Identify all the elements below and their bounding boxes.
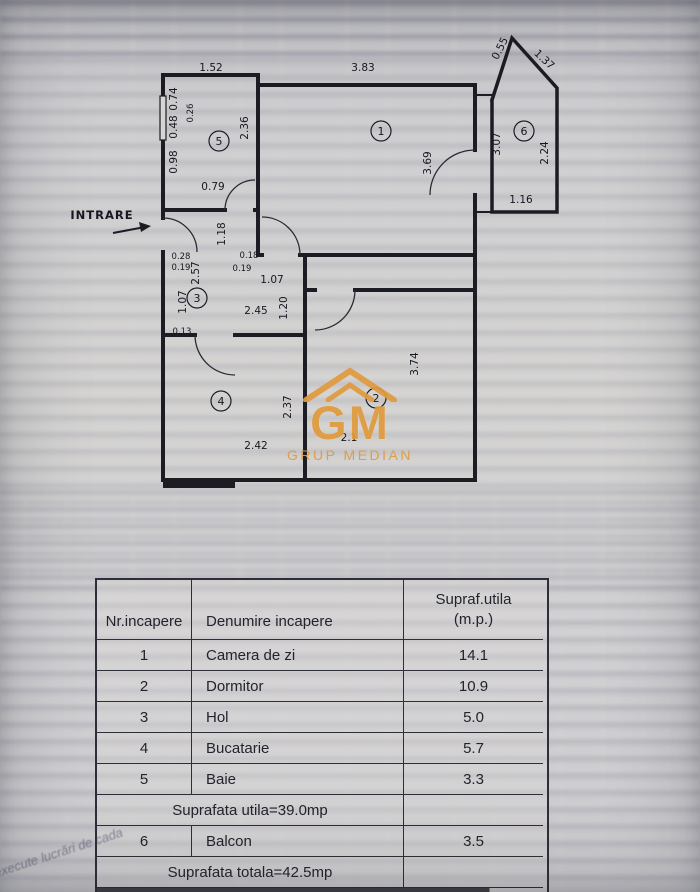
watermark-monogram: GM	[310, 396, 390, 449]
total-area-empty	[404, 857, 543, 888]
dim-label: 0.18	[240, 251, 259, 261]
bath-door-arc	[224, 179, 256, 211]
row-area: 10.9	[404, 671, 543, 702]
row-name: Dormitor	[192, 671, 404, 702]
dim-label: 0.79	[201, 181, 224, 193]
watermark: GM GRUP MEDIAN	[272, 366, 428, 463]
dim-label: 2.42	[244, 440, 267, 452]
dim-label: 3.83	[351, 62, 374, 74]
room-number-balcony: 6	[521, 125, 528, 138]
entrance-arrowhead	[139, 222, 151, 232]
dim-label: 2.45	[244, 305, 267, 317]
room-number-living: 1	[378, 125, 385, 138]
dim-label: 1.07	[260, 274, 283, 286]
bedroom-door-arc	[314, 289, 356, 331]
room-number-kitchen: 4	[218, 395, 225, 408]
col-header-name: Denumire incapere	[192, 580, 404, 640]
col-header-area-line2: (m.p.)	[453, 610, 494, 628]
watermark-label: GRUP MEDIAN	[286, 447, 414, 464]
dim-label: 1.18	[216, 222, 228, 245]
row-name: Balcon	[192, 826, 404, 857]
subtotal-row: Suprafata utila=39.0mp	[97, 795, 404, 826]
entrance: INTRARE	[70, 208, 151, 234]
dim-label: 2.1	[341, 432, 358, 444]
room-circle	[370, 120, 392, 142]
dim-label: 2.37	[282, 395, 294, 418]
row-name: Bucatarie	[192, 733, 404, 764]
dim-label: 0.13	[173, 327, 192, 337]
row-name: Camera de zi	[192, 640, 404, 671]
dim-label: 0.19	[233, 264, 252, 274]
dim-label: 0.19	[172, 263, 191, 273]
row-area: 3.5	[404, 826, 543, 857]
walls	[161, 73, 477, 482]
col-header-area: Supraf.utila (m.p.)	[404, 580, 543, 640]
areas-table: Nr.incapere Denumire incapere Supraf.uti…	[95, 578, 549, 892]
row-nr: 1	[97, 640, 192, 671]
row-nr: 4	[97, 733, 192, 764]
room-circle	[513, 120, 535, 142]
living-door-arc	[261, 216, 301, 256]
dim-label: 1.16	[509, 194, 533, 206]
dim-label: 3.69	[422, 151, 434, 174]
row-nr: 2	[97, 671, 192, 702]
dim-label: 3.74	[409, 352, 421, 376]
table-partial-row	[97, 888, 543, 892]
dim-label: 1.20	[278, 296, 290, 319]
balcony-door-arc	[429, 149, 476, 196]
door-arcs	[162, 149, 476, 376]
room-number-bedroom: 2	[373, 392, 380, 405]
room-numbers: 1 2 3 4 5 6	[186, 120, 535, 412]
dim-label: 3.07	[491, 132, 503, 155]
col-header-area-line1: Supraf.utila	[435, 591, 512, 608]
room-circle	[186, 287, 208, 309]
row-name: Hol	[192, 702, 404, 733]
row-nr: 6	[97, 826, 192, 857]
subtotal-area-empty	[404, 795, 543, 826]
dim-label: 0.48	[168, 115, 180, 138]
dim-label: 0.74	[168, 87, 180, 111]
row-area: 5.0	[404, 702, 543, 733]
wall-detail	[163, 479, 235, 488]
dim-label: 1.52	[199, 62, 222, 74]
row-nr: 5	[97, 764, 192, 795]
total-row: Suprafata totala=42.5mp	[97, 857, 404, 888]
entry-door-arc	[162, 217, 198, 253]
row-area: 14.1	[404, 640, 543, 671]
dim-label: 2.36	[239, 116, 251, 140]
dim-label: 1.37	[531, 47, 556, 72]
dim-label: 0.28	[172, 252, 191, 262]
window-bath	[159, 95, 167, 141]
dim-label: 2.57	[190, 261, 202, 284]
roof-icon	[303, 367, 397, 402]
room-circle	[208, 130, 230, 152]
col-header-nr: Nr.incapere	[97, 580, 192, 640]
dim-label: 1.07	[177, 290, 189, 313]
dim-label: 0.26	[186, 104, 196, 123]
kitchen-door-arc	[194, 334, 236, 376]
entrance-arrow	[112, 226, 146, 234]
entrance-label: INTRARE	[70, 208, 133, 222]
row-area: 3.3	[404, 764, 543, 795]
room-number-bath: 5	[216, 135, 223, 148]
row-name: Baie	[192, 764, 404, 795]
dimension-labels: 1.52 3.83 0.74 0.48 0.26 0.98 0.79 2.36 …	[168, 35, 557, 452]
row-area: 5.7	[404, 733, 543, 764]
room-circle	[210, 390, 232, 412]
dim-label: 2.24	[539, 141, 551, 165]
row-nr: 3	[97, 702, 192, 733]
dim-label: 0.98	[168, 150, 180, 173]
balcony-walls	[474, 34, 559, 214]
floor-plan: 1 2 3 4 5 6 1.52 3.83 0.74 0.48 0.26 0.9…	[70, 34, 559, 488]
room-number-hall: 3	[194, 292, 201, 305]
